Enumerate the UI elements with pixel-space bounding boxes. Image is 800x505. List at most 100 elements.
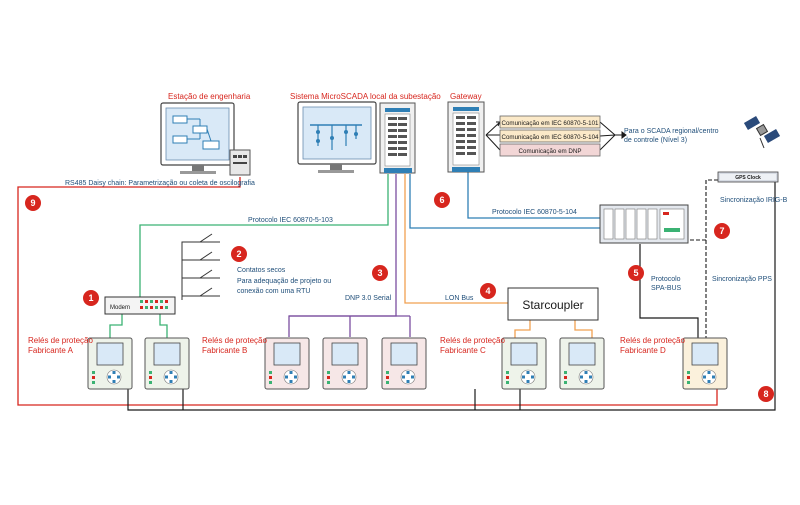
relay-key <box>580 375 583 379</box>
protection-relay <box>87 337 133 390</box>
marker-3: 3 <box>372 265 388 281</box>
relay-key <box>411 375 414 379</box>
marker-9-label: 9 <box>30 198 35 208</box>
comm-box-101 <box>499 115 601 129</box>
modem-link <box>159 314 168 339</box>
relay-group-c-line2: Fabricante C <box>440 346 486 355</box>
relay-led <box>564 376 567 379</box>
marker-4: 4 <box>480 283 496 299</box>
relay-key <box>117 375 120 379</box>
relay-led <box>386 376 389 379</box>
rs485-label: RS485 Daisy chain: Parametrização ou col… <box>65 180 255 187</box>
marker-6: 6 <box>434 192 450 208</box>
relay-key <box>707 371 711 374</box>
marker-8: 8 <box>758 386 774 402</box>
relay-key <box>526 380 530 383</box>
relay-group-a-line1: Relés de proteção <box>28 336 93 345</box>
scada-target-line1: Para o SCADA regional/centro <box>624 128 719 135</box>
relay-screen <box>153 342 181 366</box>
relay-key <box>347 380 351 383</box>
marker-4-label: 4 <box>485 286 490 296</box>
relay-group-d-line1: Relés de proteção <box>620 336 685 345</box>
rs485-line <box>17 177 718 406</box>
protection-relay <box>264 337 310 390</box>
relay-key <box>703 375 706 379</box>
relay-led <box>92 376 95 379</box>
relay-key <box>712 375 715 379</box>
marker-9: 9 <box>25 195 41 211</box>
relay-led <box>506 371 509 374</box>
relay-screen <box>691 342 719 366</box>
relay-led <box>92 381 95 384</box>
relay-key <box>526 371 530 374</box>
spa-bus-line <box>639 244 699 340</box>
starcoupler-link <box>514 320 531 340</box>
relay-key <box>531 375 534 379</box>
relay-led <box>269 371 272 374</box>
protection-panel <box>599 204 689 244</box>
marker-3-label: 3 <box>377 268 382 278</box>
pps-label: Sincronização PPS <box>712 276 772 283</box>
comm-label-dnp: Comunicação em DNP <box>519 148 582 155</box>
gps-clock-label: GPS Clock <box>735 175 761 181</box>
relay-led <box>327 371 330 374</box>
relay-key <box>406 380 410 383</box>
relay-key <box>169 380 173 383</box>
relay-led <box>687 376 690 379</box>
marker-1: 1 <box>83 290 99 306</box>
relay-led <box>564 381 567 384</box>
spa-bus-label-1: Protocolo <box>651 276 681 283</box>
comm-label-101: Comunicação em IEC 60870-5-101 <box>502 120 600 127</box>
relay-keypad <box>578 369 594 385</box>
relay-led <box>506 381 509 384</box>
relay-key <box>289 380 293 383</box>
relay-key <box>289 371 293 374</box>
gateway-device <box>447 101 485 173</box>
iec103-label: Protocolo IEC 60870-5-103 <box>248 217 333 224</box>
relay-keypad <box>341 369 357 385</box>
relay-key <box>589 375 592 379</box>
relay-screen <box>510 342 538 366</box>
relay-keypad <box>520 369 536 385</box>
relay-led <box>327 381 330 384</box>
relay-led <box>269 376 272 379</box>
relay-key <box>343 375 346 379</box>
comm-label-104: Comunicação em IEC 60870-5-104 <box>502 134 600 141</box>
relay-screen <box>390 342 418 366</box>
relay-led <box>564 371 567 374</box>
modem-label: Modem <box>110 305 130 311</box>
starcoupler-box <box>507 287 599 321</box>
iec103-line <box>139 174 389 300</box>
marker-5-label: 5 <box>633 268 638 278</box>
relay-led <box>149 376 152 379</box>
relay-key <box>169 371 173 374</box>
protection-relay <box>501 337 547 390</box>
marker-2: 2 <box>231 246 247 262</box>
relay-group-c-line1: Relés de proteção <box>440 336 505 345</box>
relay-led <box>386 381 389 384</box>
modem-link <box>109 314 123 339</box>
protection-relay <box>381 337 427 390</box>
relay-screen <box>273 342 301 366</box>
iec104-line <box>409 174 600 229</box>
comm-box-104 <box>499 129 601 143</box>
relay-key <box>402 375 405 379</box>
relay-led <box>506 376 509 379</box>
relay-key <box>112 380 116 383</box>
dry-contacts-label-3: conexão com uma RTU <box>237 288 310 295</box>
dry-contacts-label-2: Para adequação de projeto ou <box>237 278 331 285</box>
relay-keypad <box>701 369 717 385</box>
relay-key <box>174 375 177 379</box>
marker-5: 5 <box>628 265 644 281</box>
modem-device <box>104 296 176 315</box>
relay-key <box>294 375 297 379</box>
protection-relay <box>559 337 605 390</box>
relay-key <box>108 375 111 379</box>
relay-screen <box>331 342 359 366</box>
iec104-label: Protocolo IEC 60870-5-104 <box>492 209 577 216</box>
protection-relay <box>322 337 368 390</box>
comm-box-dnp <box>499 143 601 157</box>
microscada-workstation <box>297 101 416 174</box>
gateway-title: Gateway <box>450 92 482 101</box>
